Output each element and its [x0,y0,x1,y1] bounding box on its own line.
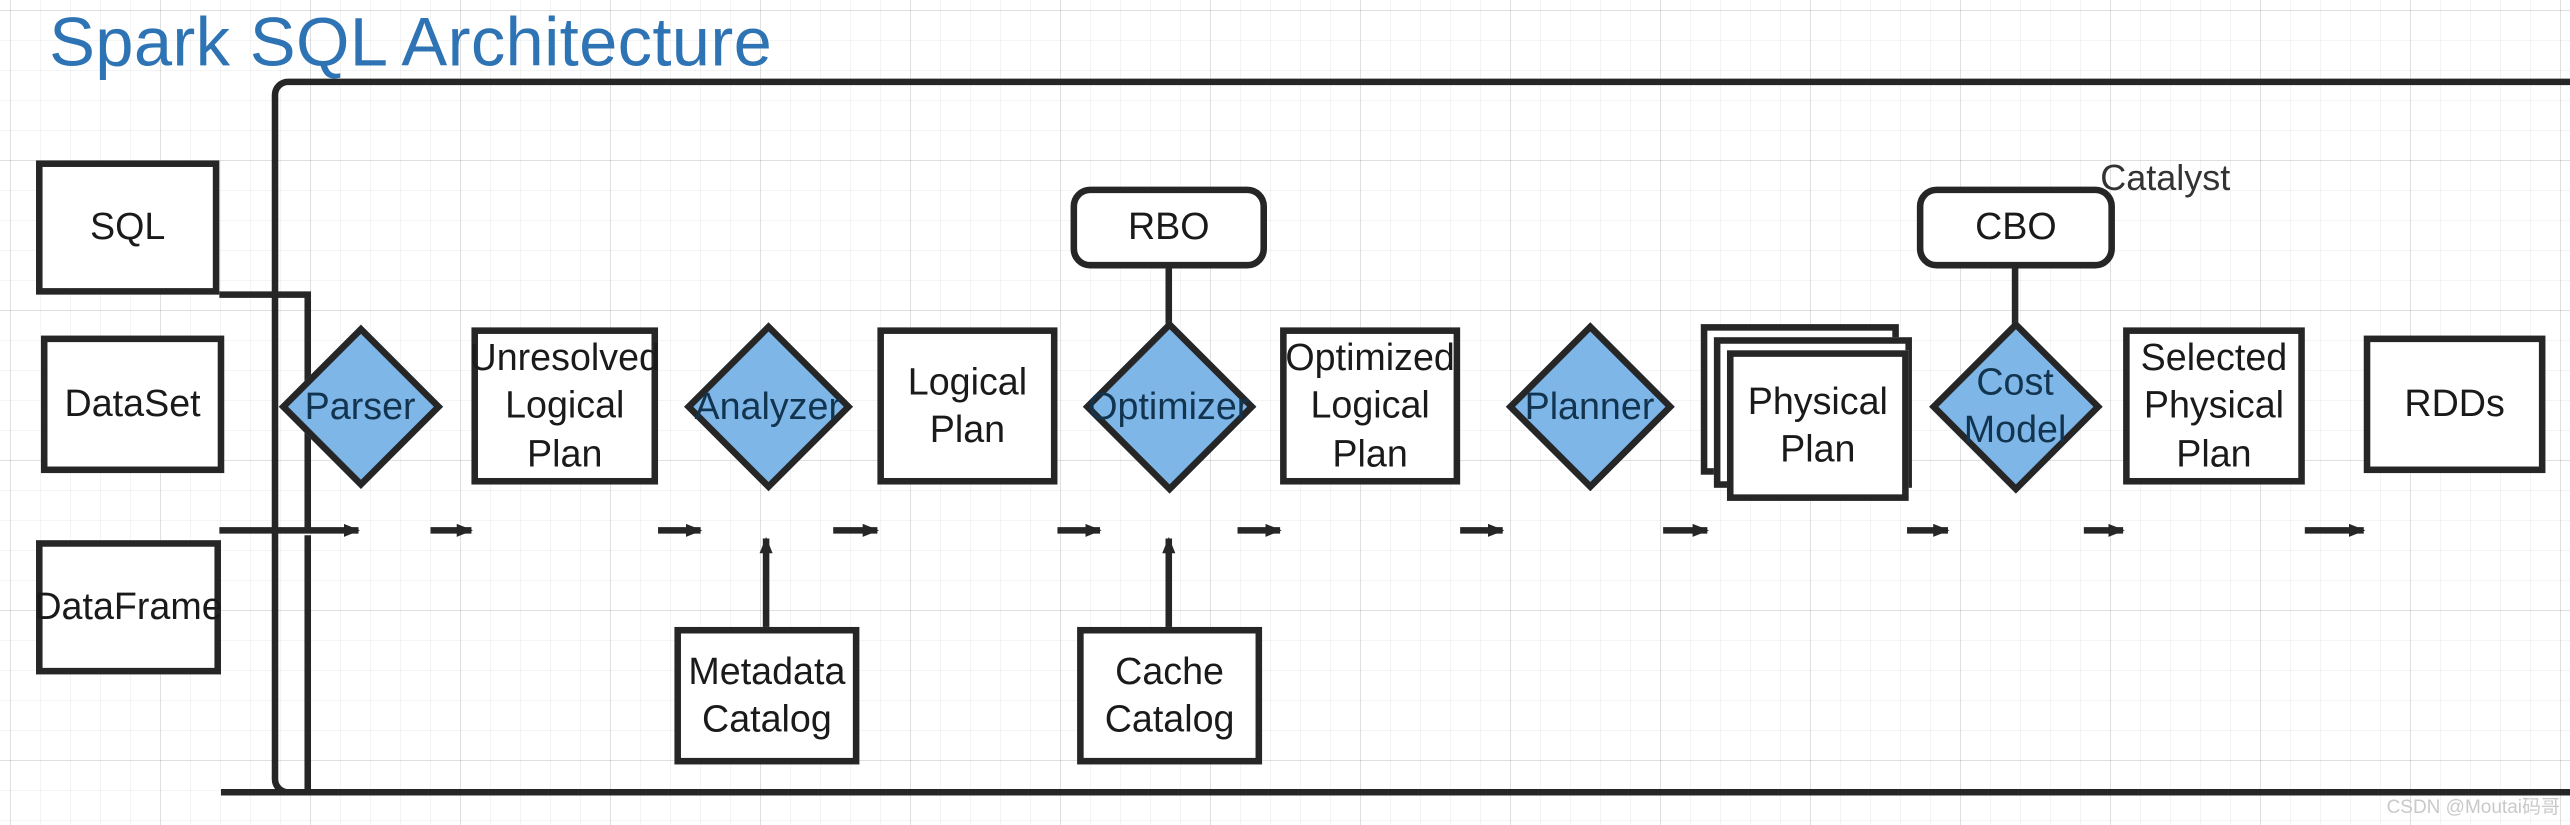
plan-line-2: Plan [1780,427,1856,470]
plan-line-1: Selected [2140,335,2288,378]
operator-optimizer-label: Optimizer [1088,384,1250,427]
page-title: Spark SQL Architecture [49,3,773,81]
catalyst-label: Catalyst [2100,157,2231,199]
plan-line-1: Physical [1747,379,1888,422]
plan-line-2: Logical [1310,383,1430,427]
plan-line-2: Physical [2143,383,2285,427]
side-box-line-1: Metadata [688,649,846,692]
output-box-rdds-label: RDDs [2404,381,2505,425]
operator-optimizer[interactable]: Optimizer [1081,318,1256,495]
plan-box-logical-plan[interactable]: Logical Plan [877,327,1058,485]
plan-line-1: Unresolved [469,335,660,378]
side-box-cbo-label: CBO [1975,205,2057,248]
side-box-rbo[interactable]: RBO [1070,186,1267,269]
plan-line-1: Logical [907,359,1028,402]
operator-analyzer[interactable]: Analyzer [683,321,853,491]
side-box-metadata-catalog[interactable]: Metadata Catalog [674,626,860,765]
plan-line-3: Plan [527,431,603,475]
side-box-cache-catalog[interactable]: Cache Catalog [1077,626,1263,765]
watermark: CSDN @Moutai码哥 [2386,797,2560,818]
input-box-sql-label: SQL [90,205,166,248]
plan-line-3: Plan [1332,431,1408,475]
side-box-line-2: Catalog [702,697,832,740]
plan-box-physical-plan[interactable]: Physical Plan [1726,350,1909,501]
side-box-rbo-label: RBO [1127,205,1210,248]
operator-planner[interactable]: Planner [1504,321,1674,491]
input-box-dataset[interactable]: DataSet [40,335,225,474]
operator-planner-label: Planner [1524,384,1655,427]
plan-line-2: Logical [505,383,625,427]
operator-parser-label: Parser [304,384,416,427]
operator-parser[interactable]: Parser [277,323,443,489]
operator-cost-model[interactable]: Cost Model [1928,318,2102,495]
plan-box-selected-physical-plan[interactable]: Selected Physical Plan [2123,327,2305,485]
side-box-line-2: Catalog [1104,697,1235,740]
plan-box-optimized-logical-plan[interactable]: Optimized Logical Plan [1280,327,1461,485]
plan-line-2: Plan [929,407,1006,451]
operator-cost-model-line-1: Cost [1976,360,2054,404]
operator-cost-model-label: Cost Model [1964,359,2067,453]
output-box-rdds[interactable]: RDDs [2363,335,2546,474]
plan-box-unresolved-logical-plan[interactable]: Unresolved Logical Plan [469,327,660,485]
side-box-cbo[interactable]: CBO [1916,186,2115,269]
operator-analyzer-label: Analyzer [694,384,841,427]
input-box-dataset-label: DataSet [64,381,201,425]
input-box-dataframe[interactable]: DataFrame [34,540,223,675]
input-box-dataframe-label: DataFrame [34,584,223,628]
plan-line-1: Optimized [1285,335,1455,378]
side-box-line-1: Cache [1115,649,1224,692]
input-box-sql[interactable]: SQL [36,160,220,295]
operator-cost-model-line-2: Model [1963,407,2067,451]
plan-line-3: Plan [2176,431,2252,475]
